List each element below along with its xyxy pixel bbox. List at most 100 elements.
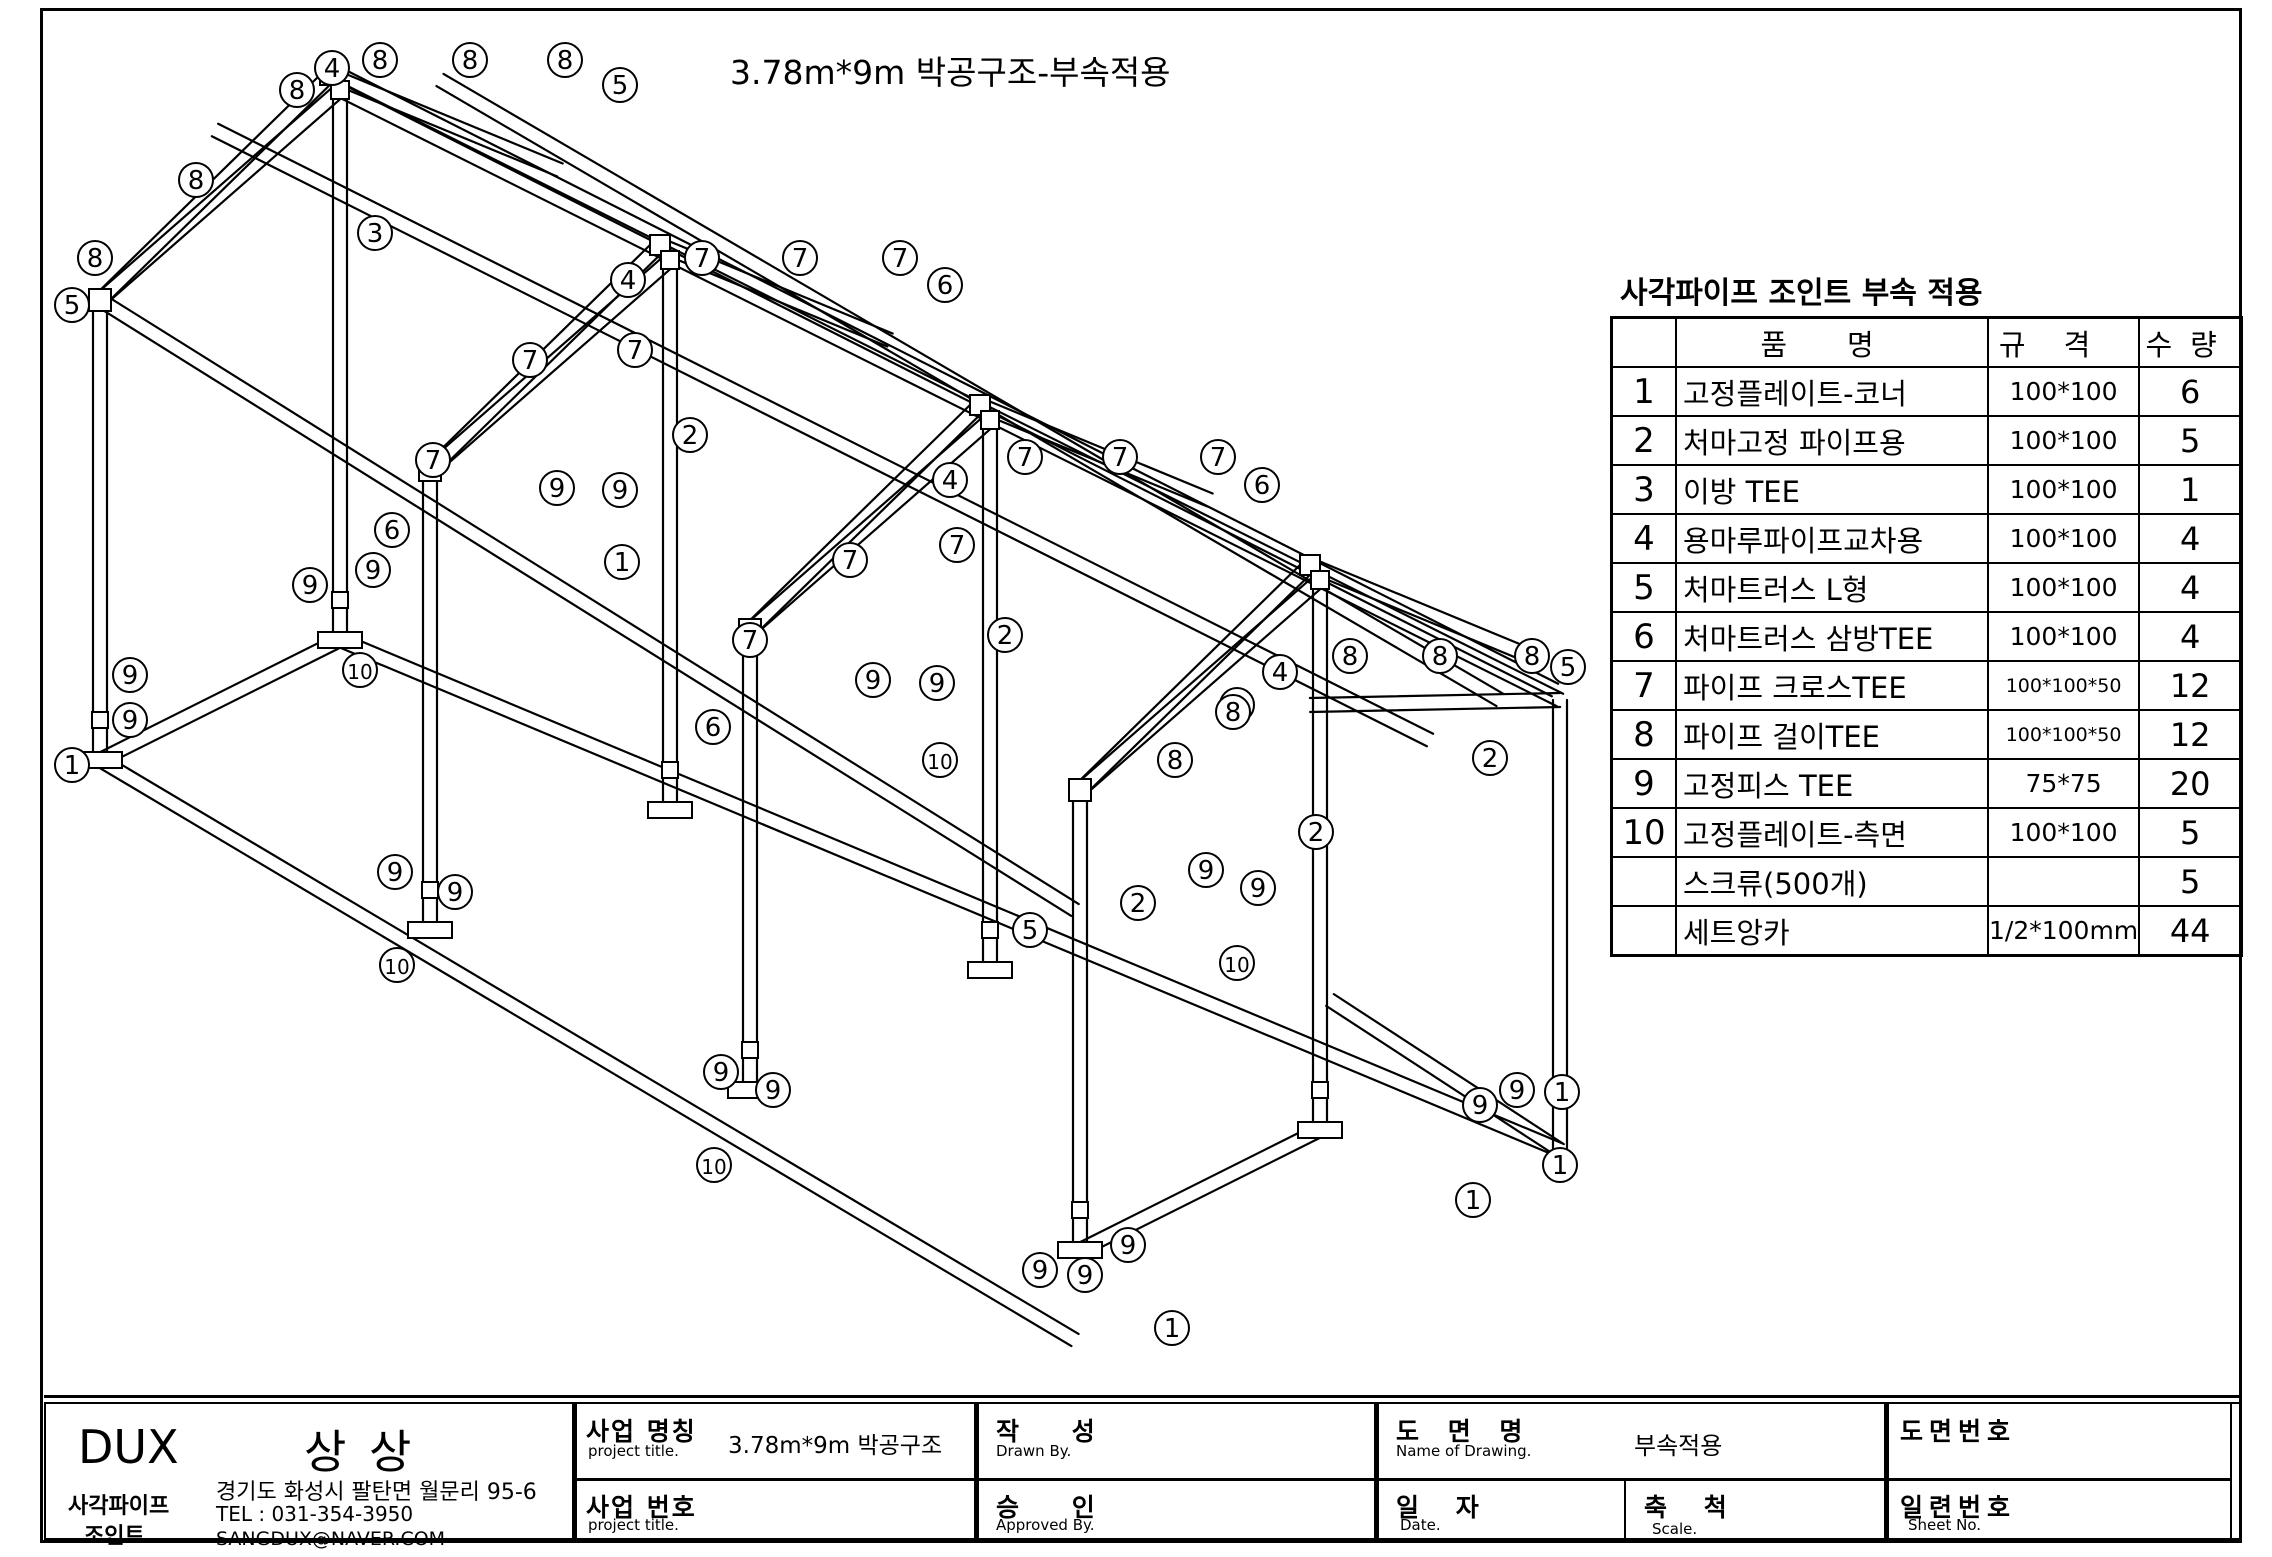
part-callout: 8 xyxy=(362,42,398,78)
frame-pipe xyxy=(210,135,1428,748)
frame-pipe xyxy=(102,292,1080,906)
frame-pipe xyxy=(442,72,1505,696)
callout-number: 2 xyxy=(1130,889,1147,919)
callout-number: 1 xyxy=(1465,1186,1482,1216)
part-spec: 100*100 xyxy=(1986,464,2141,515)
part-callout: 9 xyxy=(292,567,328,603)
part-quantity: 12 xyxy=(2138,660,2243,711)
frame-pipe xyxy=(1308,691,1561,700)
part-callout: 1 xyxy=(1544,1074,1580,1110)
drawing-name-label: 도 면 명 xyxy=(1396,1417,1533,1446)
part-callout: 8 xyxy=(1422,638,1458,674)
part-callout: 7 xyxy=(782,240,818,276)
part-callout: 9 xyxy=(437,874,473,910)
project-name-label: 사업 명칭 xyxy=(586,1417,697,1446)
callout-number: 1 xyxy=(1552,1151,1569,1181)
project-number-label: 사업 번호 xyxy=(586,1493,697,1522)
part-name: 이방 TEE xyxy=(1675,464,1989,515)
part-callout: 6 xyxy=(927,267,963,303)
frame-pipe xyxy=(341,632,1564,1145)
part-number xyxy=(1610,856,1677,907)
part-spec: 100*100 xyxy=(1986,513,2141,564)
callout-number: 8 xyxy=(1167,746,1184,776)
frame-pipe xyxy=(94,83,337,296)
part-spec xyxy=(1986,856,2141,907)
callout-number: 4 xyxy=(620,266,637,296)
part-callout: 7 xyxy=(512,342,548,378)
part-callout: 1 xyxy=(604,544,640,580)
part-callout: 9 xyxy=(1022,1252,1058,1288)
part-number: 7 xyxy=(1610,660,1677,711)
joint-fitting xyxy=(331,591,349,609)
callout-number: 10 xyxy=(701,1155,726,1179)
callout-number: 8 xyxy=(462,46,479,76)
callout-number: 7 xyxy=(842,546,859,576)
callout-number: 7 xyxy=(1112,443,1129,473)
part-callout: 9 xyxy=(112,702,148,738)
callout-number: 4 xyxy=(942,466,959,496)
part-callout: 7 xyxy=(1007,439,1043,475)
part-number: 2 xyxy=(1610,415,1677,466)
part-callout: 7 xyxy=(617,332,653,368)
part-callout: 9 xyxy=(539,470,575,506)
base-plate xyxy=(407,921,453,939)
part-callout: 10 xyxy=(696,1147,732,1183)
date-label: 일 자 xyxy=(1396,1493,1493,1522)
callout-number: 9 xyxy=(713,1058,730,1088)
part-callout: 9 xyxy=(602,472,638,508)
part-spec: 100*100 xyxy=(1986,807,2141,858)
frame-pipe xyxy=(102,752,1080,1336)
part-quantity: 5 xyxy=(2138,856,2243,907)
header-spec: 규격 xyxy=(1986,316,2141,368)
part-callout: 8 xyxy=(77,240,113,276)
callout-number: 9 xyxy=(612,476,629,506)
callout-number: 10 xyxy=(347,660,372,684)
joint-fitting xyxy=(88,288,112,312)
callout-number: 7 xyxy=(742,626,759,656)
part-callout: 10 xyxy=(1219,945,1255,981)
part-number: 3 xyxy=(1610,464,1677,515)
company-address: 경기도 화성시 팔탄면 월문리 95-6 xyxy=(216,1480,537,1505)
drawing-name-value: 부속적용 xyxy=(1634,1432,1723,1460)
part-quantity: 5 xyxy=(2138,807,2243,858)
parts-table-header-row: 품명 규격 수량 xyxy=(1610,316,2243,368)
frame-pipe xyxy=(976,410,1209,508)
part-callout: 5 xyxy=(602,67,638,103)
callout-number: 4 xyxy=(324,54,341,84)
part-callout: 1 xyxy=(54,747,90,783)
part-quantity: 12 xyxy=(2138,709,2243,760)
frame-pipe xyxy=(1074,573,1317,786)
callout-number: 9 xyxy=(1198,856,1215,886)
part-number: 5 xyxy=(1610,562,1677,613)
part-name: 처마트러스 L형 xyxy=(1675,562,1989,613)
part-callout: 9 xyxy=(703,1054,739,1090)
part-number: 4 xyxy=(1610,513,1677,564)
part-callout: 7 xyxy=(1102,439,1138,475)
part-spec: 75*75 xyxy=(1986,758,2141,809)
frame-pipe xyxy=(95,764,1073,1348)
base-plate xyxy=(1057,1241,1103,1259)
part-callout: 2 xyxy=(987,617,1023,653)
callout-number: 9 xyxy=(1032,1256,1049,1286)
joint-fitting xyxy=(1310,570,1330,590)
part-callout: 8 xyxy=(178,162,214,198)
part-spec: 100*100*50 xyxy=(1986,709,2141,760)
callout-number: 7 xyxy=(627,336,644,366)
callout-number: 2 xyxy=(1482,744,1499,774)
company-korean-name: 상 상 xyxy=(304,1425,416,1479)
joint-fitting xyxy=(981,921,999,939)
scale-label: 축 척 xyxy=(1644,1493,1741,1522)
part-callout: 9 xyxy=(755,1072,791,1108)
part-callout: 9 xyxy=(1188,852,1224,888)
part-quantity: 1 xyxy=(2138,464,2243,515)
frame-pipe xyxy=(753,424,996,637)
part-callout: 1 xyxy=(1154,1310,1190,1346)
callout-number: 1 xyxy=(1554,1078,1571,1108)
callout-number: 9 xyxy=(929,669,946,699)
part-name: 고정플레이트-코너 xyxy=(1675,366,1989,417)
part-callout: 7 xyxy=(415,442,451,478)
callout-number: 2 xyxy=(1308,818,1325,848)
frame-pipe xyxy=(102,645,345,768)
